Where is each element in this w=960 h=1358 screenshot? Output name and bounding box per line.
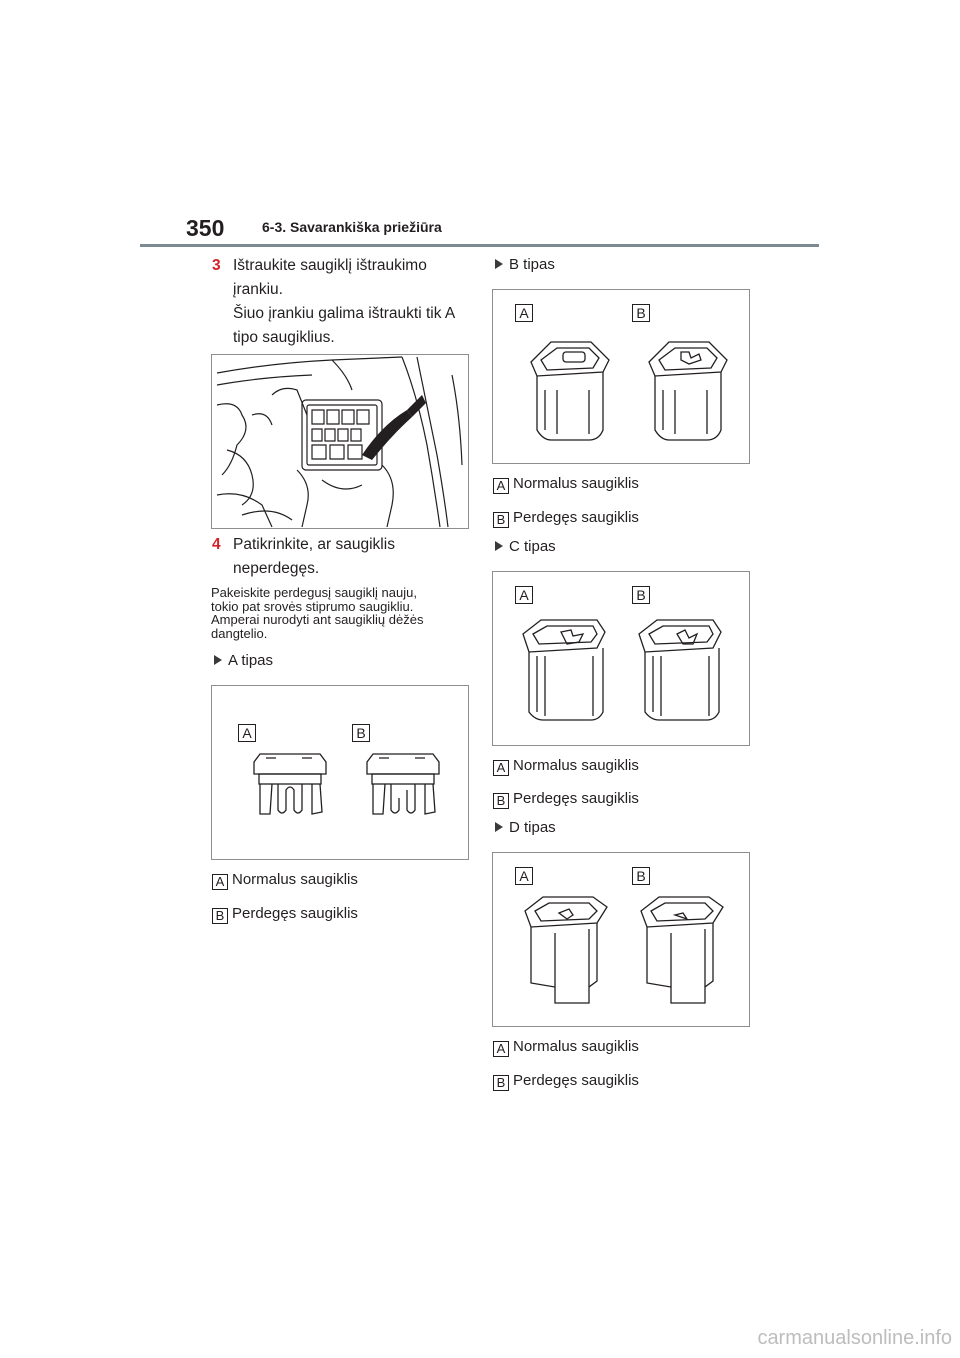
note-line: dangtelio. <box>211 625 268 641</box>
type-d-heading: D tipas <box>495 819 556 836</box>
label-a: A <box>238 724 256 742</box>
legend-label-a: A <box>493 1041 509 1057</box>
type-c-figure: A B <box>492 571 750 746</box>
step-4: 4 Patikrinkite, ar saugiklis neperdegęs. <box>212 533 395 581</box>
step-text-line: Ištraukite saugiklį ištraukimo <box>233 257 427 274</box>
type-b-heading: B tipas <box>495 256 555 273</box>
cartridge-fuse-c-illustration <box>522 619 722 721</box>
triangle-bullet-icon <box>495 259 503 269</box>
page-number: 350 <box>186 215 225 241</box>
label-a: A <box>515 867 533 885</box>
section-title: 6-3. Savarankiška priežiūra <box>262 219 442 235</box>
step-text-line: Šiuo įrankiu galima ištraukti tik A <box>233 305 456 322</box>
label-b: B <box>632 304 650 322</box>
label-b: B <box>632 867 650 885</box>
cartridge-fuse-b-illustration <box>530 341 728 441</box>
type-a-figure: A B <box>211 685 469 860</box>
cartridge-fuse-d-illustration <box>524 896 724 1004</box>
label-a: A <box>515 304 533 322</box>
fuse-puller-figure <box>211 354 469 529</box>
step-number: 4 <box>212 536 221 553</box>
triangle-bullet-icon <box>495 541 503 551</box>
step-text-line: neperdegęs. <box>233 560 320 577</box>
triangle-bullet-icon <box>214 655 222 665</box>
legend-label-b: B <box>493 512 509 528</box>
legend-label-a: A <box>212 874 228 890</box>
note-line: Amperai nurodyti ant saugiklių dėžės <box>211 612 424 627</box>
blade-fuse-illustration <box>253 753 440 815</box>
legend-label-a: A <box>493 760 509 776</box>
type-b-figure: A B <box>492 289 750 464</box>
step-number: 3 <box>212 257 221 274</box>
note-line: tokio pat srovės stiprumo saugikliu. <box>211 598 414 614</box>
legend-label-b: B <box>493 1075 509 1091</box>
label-b: B <box>352 724 370 742</box>
label-a: A <box>515 586 533 604</box>
legend-label-a: A <box>493 478 509 494</box>
step-text-line: tipo saugiklius. <box>233 329 335 346</box>
type-c-heading: C tipas <box>495 538 556 555</box>
label-b: B <box>632 586 650 604</box>
legend-label-b: B <box>212 908 228 924</box>
triangle-bullet-icon <box>495 822 503 832</box>
watermark: carmanualsonline.info <box>757 1327 952 1349</box>
type-a-heading: A tipas <box>214 652 273 669</box>
type-d-figure: A B <box>492 852 750 1027</box>
note-line: Pakeiskite perdegusį saugiklį nauju, <box>211 585 417 600</box>
header-rule <box>140 244 819 247</box>
step-3: 3 Ištraukite saugiklį ištraukimo įrankiu… <box>212 254 456 350</box>
replacement-note: Pakeiskite perdegusį saugiklį nauju, tok… <box>211 586 423 640</box>
step-text-line: Patikrinkite, ar saugiklis <box>233 536 395 553</box>
legend-label-b: B <box>493 793 509 809</box>
step-text-line: įrankiu. <box>233 281 283 298</box>
engine-bay-illustration <box>216 356 463 528</box>
